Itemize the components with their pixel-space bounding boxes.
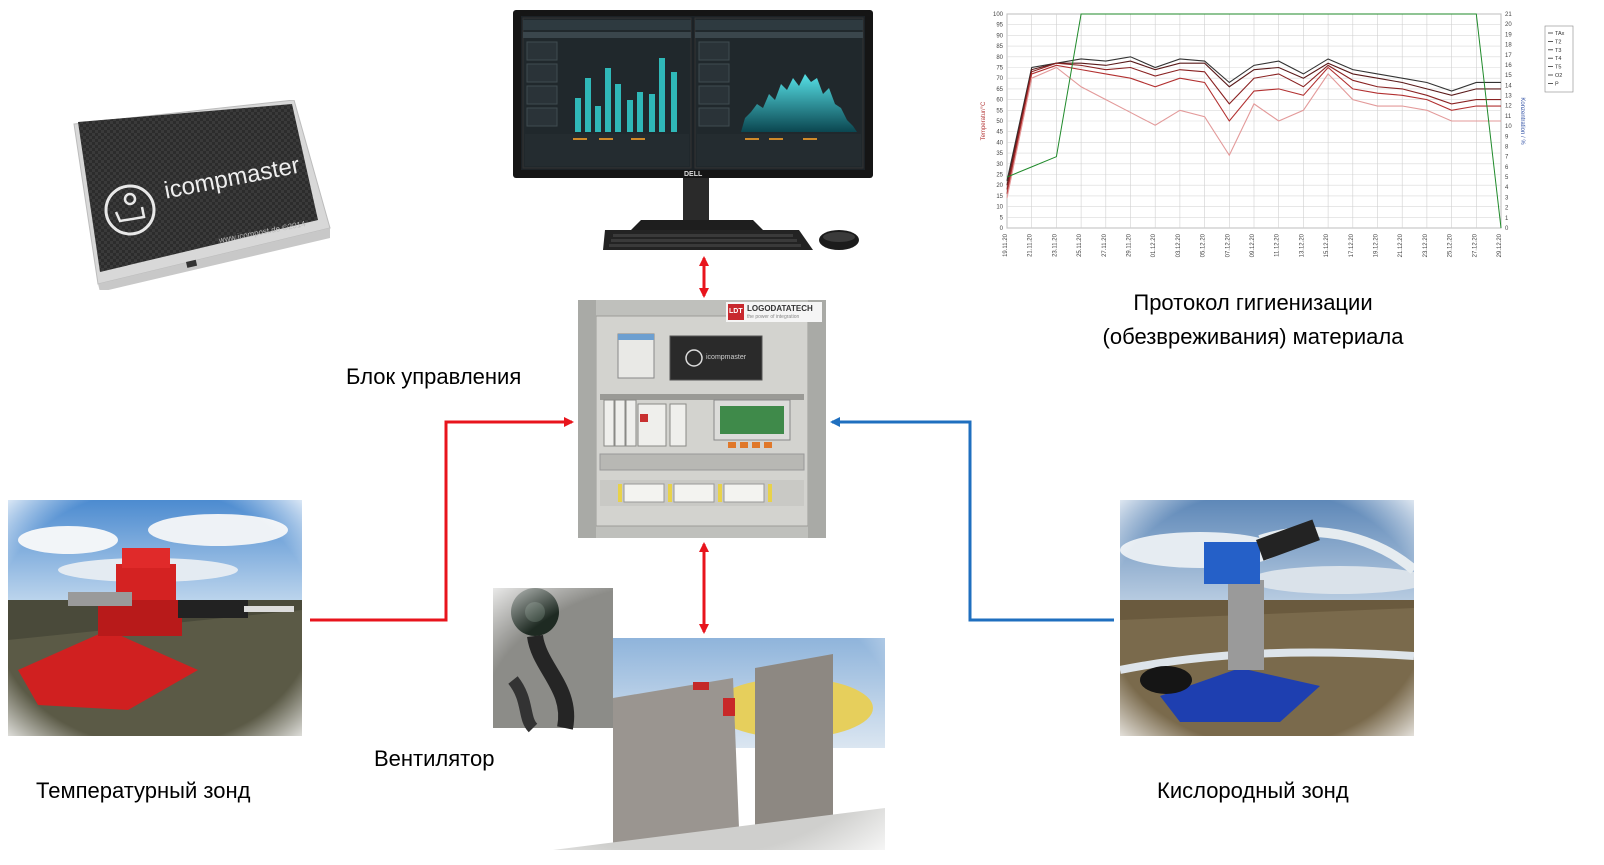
series-line-t3 [1006,62,1501,190]
y-tick-label: 85 [996,44,1003,50]
y-tick-label: 55 [996,108,1003,114]
y-tick-label: 45 [996,130,1003,136]
y-tick-label: 25 [996,173,1003,179]
x-tick-label: 29.12.20 [1497,233,1503,257]
legend-entry: P [1555,81,1559,87]
legend-entry: T5 [1555,65,1561,71]
x-tick-label: 23.11.20 [1052,233,1058,257]
x-tick-label: 03.12.20 [1176,233,1182,257]
y-tick-label: 30 [996,162,1003,168]
monitor-brand: DELL [684,171,703,178]
oxygen-probe-photo [1119,500,1430,736]
series-line-o2 [1006,13,1502,229]
legend-entry: T2 [1555,39,1561,45]
y2-tick-label: 4 [1505,185,1509,191]
protocol-caption-line1: Протокол гигиенизации [1133,290,1373,315]
x-tick-label: 19.12.20 [1374,233,1380,257]
y2-tick-label: 1 [1505,216,1509,222]
y2-tick-label: 9 [1505,134,1509,140]
x-tick-label: 29.11.20 [1127,233,1133,257]
y2-tick-label: 6 [1505,165,1509,171]
y-tick-label: 40 [996,140,1003,146]
y2-tick-label: 15 [1505,73,1512,79]
y-tick-label: 50 [996,119,1003,125]
y-tick-label: 70 [996,76,1003,82]
x-tick-label: 27.11.20 [1102,233,1108,257]
x-tick-label: 21.11.20 [1028,233,1034,257]
ventilator-photo [493,588,885,850]
y-tick-label: 60 [996,98,1003,104]
y2-tick-label: 19 [1505,32,1512,38]
y2-tick-label: 20 [1505,22,1512,28]
y-tick-label: 10 [996,205,1003,211]
x-tick-label: 27.12.20 [1472,233,1478,257]
y2-tick-label: 7 [1505,155,1509,161]
series-line-t2 [1006,60,1501,186]
legend-entry: T3 [1555,48,1561,54]
y2-tick-label: 2 [1505,206,1509,212]
x-tick-label: 01.12.20 [1151,233,1157,257]
x-tick-label: 23.12.20 [1423,233,1429,257]
legend-entry: O2 [1555,73,1562,79]
y2-tick-label: 11 [1505,114,1512,120]
y2-tick-label: 0 [1505,226,1509,232]
y-tick-label: 95 [996,23,1003,29]
y2-tick-label: 13 [1505,94,1512,100]
legend-entry: TAx [1555,31,1565,37]
y2-tick-label: 14 [1505,83,1512,89]
x-tick-label: 13.12.20 [1299,233,1305,257]
x-tick-label: 19.11.20 [1003,233,1009,257]
ldt-badge: LDT [729,308,743,315]
y-tick-label: 0 [1000,226,1004,232]
x-tick-label: 21.12.20 [1398,233,1404,257]
x-tick-label: 05.12.20 [1201,233,1207,257]
protocol-caption-line2: (обезвреживания) материала [1102,324,1404,349]
x-tick-label: 09.12.20 [1250,233,1256,257]
y-tick-label: 20 [996,183,1003,189]
x-tick-label: 15.12.20 [1324,233,1330,257]
y2-tick-label: 8 [1505,144,1509,150]
temperature-probe-photo [8,500,302,736]
x-tick-label: 25.12.20 [1448,233,1454,257]
control-cabinet-photo: LDT LOGODATATECH the power of integratio… [578,300,826,538]
protocol-caption: Протокол гигиенизации (обезвреживания) м… [1062,286,1444,354]
y2-tick-label: 21 [1505,12,1512,18]
x-tick-label: 11.12.20 [1275,233,1281,257]
x-tick-label: 07.12.20 [1225,233,1231,257]
y-tick-label: 5 [1000,215,1004,221]
series-line-t4 [1006,64,1501,194]
y-tick-label: 15 [996,194,1003,200]
icompmaster-device: icompmaster www.icompost.de ©2014 [68,99,332,292]
legend-entry: T4 [1555,56,1561,62]
y-tick-label: 75 [996,66,1003,72]
y-tick-label: 80 [996,55,1003,61]
y2-axis-label: Konzentration / % [1519,97,1525,145]
temp-probe-caption: Температурный зонд [36,778,251,803]
y-tick-label: 65 [996,87,1003,93]
y-tick-label: 35 [996,151,1003,157]
monitor-workstation: DELL [513,8,873,253]
x-tick-label: 25.11.20 [1077,233,1083,257]
series-line-tax [1006,56,1501,182]
logodatatech-logo: LOGODATATECH [747,304,813,313]
x-tick-label: 17.12.20 [1349,233,1355,257]
control-unit-caption: Блок управления [346,364,522,389]
y2-tick-label: 16 [1505,63,1512,69]
legend-box [1544,25,1574,93]
y2-tick-label: 17 [1505,53,1512,59]
y2-tick-label: 12 [1505,104,1512,110]
y2-tick-label: 5 [1505,175,1509,181]
y2-tick-label: 10 [1505,124,1512,130]
logodatatech-tagline: the power of integration [747,314,800,320]
y-tick-label: 90 [996,33,1003,39]
y-tick-label: 100 [993,12,1004,18]
y2-tick-label: 18 [1505,43,1512,49]
fan-caption: Вентилятор [374,746,495,771]
y2-tick-label: 3 [1505,195,1509,201]
cabinet-device-label: icompmaster [706,354,747,361]
oxygen-probe-caption: Кислородный зонд [1157,778,1349,803]
series-line-t5 [1006,66,1501,199]
y-axis-label: Temperatur/°C [981,101,987,140]
